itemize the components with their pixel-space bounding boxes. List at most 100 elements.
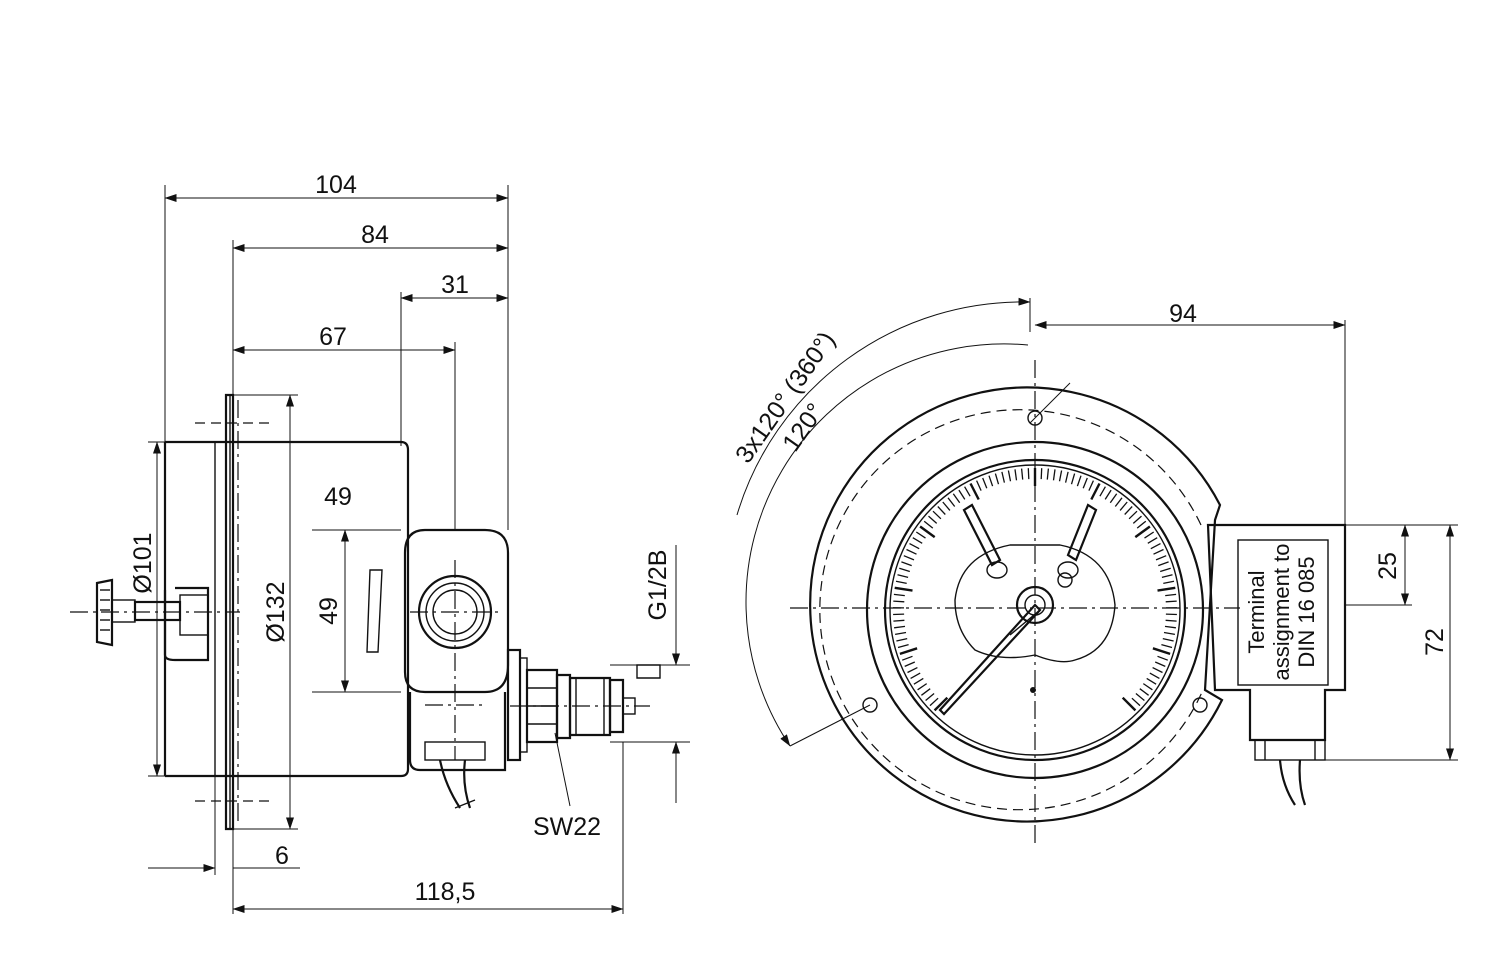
dial-tick: [1128, 510, 1138, 520]
adjust-knob: [70, 578, 240, 662]
dial-tick: [928, 515, 938, 524]
dial-tick: [1150, 543, 1161, 550]
dial-tick: [1058, 470, 1063, 482]
dial-tick: [901, 561, 912, 567]
dial-tick: [923, 520, 934, 529]
dim-box-offset: 49: [324, 483, 352, 511]
dial-tick: [1157, 655, 1169, 661]
dial-tick: [1158, 561, 1169, 567]
dial-tick: [1046, 468, 1050, 480]
label-connection-thread: G1/2B: [644, 550, 672, 621]
dial-tick: [895, 580, 907, 585]
dial-tick: [952, 493, 961, 504]
dial-tick: [933, 696, 949, 712]
dial-tick: [1109, 493, 1118, 504]
dial-tick: [904, 661, 916, 667]
dial-tick: [1153, 548, 1164, 555]
dim-box-width: 31: [441, 271, 469, 299]
dial-tick: [982, 477, 988, 489]
dial-tick: [1124, 506, 1133, 515]
dial-tick: [1088, 480, 1094, 491]
dim-box-height: 49: [315, 597, 343, 625]
dial-tick: [894, 586, 913, 592]
dial-tick: [897, 643, 909, 649]
front-flange: [809, 386, 1224, 823]
dial-tick: [921, 688, 931, 696]
dial-tick: [912, 537, 923, 544]
dial-tick: [1082, 477, 1088, 489]
dial-tick: [894, 625, 906, 629]
dial-tick: [1070, 473, 1076, 485]
dim-flange-diameter: Ø132: [262, 581, 290, 642]
side-view: 104 84 31 67 49 49 Ø101 Ø132 6 118,5 G1/…: [70, 171, 690, 914]
terminal-box-front: Terminal assignment to DIN 16 085: [1206, 523, 1347, 806]
dial-tick: [1001, 471, 1006, 483]
dial-tick: [913, 677, 924, 685]
terminal-label-line-3: DIN 16 085: [1294, 556, 1319, 667]
label-wrench-size: SW22: [533, 813, 601, 841]
dial-tick: [899, 567, 910, 573]
dial-tick: [1121, 696, 1137, 712]
dial-tick: [925, 692, 935, 702]
dial: [790, 360, 1240, 848]
dial-tick: [907, 667, 918, 674]
dial-tick: [896, 637, 908, 642]
dial-tick: [947, 497, 956, 507]
dial-tick: [1132, 515, 1142, 524]
dial-tick: [1119, 501, 1128, 511]
dim-box-height-front: 72: [1421, 628, 1449, 656]
dial-tick: [1131, 697, 1141, 707]
dial-tick: [1014, 469, 1018, 481]
dial-tick: [1165, 619, 1177, 622]
dial-tick: [1099, 486, 1106, 497]
dial-tick: [1164, 625, 1176, 629]
dial-tick: [1052, 469, 1056, 481]
dial-tick: [903, 555, 915, 561]
dial-tick: [937, 506, 946, 515]
dial-tick: [1163, 580, 1175, 585]
terminal-label-line-2: assignment to: [1269, 544, 1294, 681]
dial-tick: [893, 593, 905, 597]
dial-tick: [976, 480, 982, 491]
dial-tick: [932, 510, 942, 520]
terminal-box-side: [403, 528, 510, 809]
dial-tick: [897, 574, 909, 579]
dial-tick: [1135, 692, 1145, 702]
dial-tick: [1146, 677, 1157, 685]
dial-tick: [1020, 468, 1024, 480]
dial-ticks: [892, 468, 1178, 712]
dim-case-to-back: 84: [361, 221, 389, 249]
dial-tick: [942, 501, 951, 511]
dial-tick: [1161, 643, 1173, 649]
dim-flange-to-connection: 118,5: [415, 878, 476, 906]
dial-tick: [1152, 647, 1171, 656]
dim-case-to-box-axis: 67: [319, 323, 347, 351]
front-view: Terminal assignment to DIN 16 085 3x120°…: [730, 297, 1458, 848]
dial-tick: [964, 486, 971, 497]
dial-tick: [1162, 637, 1174, 642]
dial-tick: [969, 482, 980, 501]
dial-tick: [899, 647, 918, 656]
dim-flange-thickness: 6: [275, 842, 289, 870]
dial-tick: [1147, 537, 1158, 544]
dial-tick: [915, 531, 926, 539]
dial-tick: [1165, 600, 1177, 603]
dial-tick: [1090, 482, 1101, 501]
dial-tick: [1163, 631, 1176, 636]
dial-tick: [1139, 688, 1149, 696]
dial-tick: [906, 548, 917, 555]
dial-tick: [919, 525, 936, 539]
dial-tick: [1064, 471, 1069, 483]
dial-tick: [893, 600, 905, 603]
dial-tick: [1007, 470, 1012, 482]
dial-tick: [1104, 489, 1112, 500]
dial-tick: [901, 655, 913, 661]
dial-tick: [1157, 586, 1176, 592]
dial-tick: [910, 672, 921, 679]
dial-tick: [1160, 567, 1171, 573]
dial-tick: [1165, 593, 1177, 597]
dial-tick: [1154, 661, 1166, 667]
dial-tick: [1144, 531, 1155, 539]
dial-tick: [1155, 555, 1167, 561]
